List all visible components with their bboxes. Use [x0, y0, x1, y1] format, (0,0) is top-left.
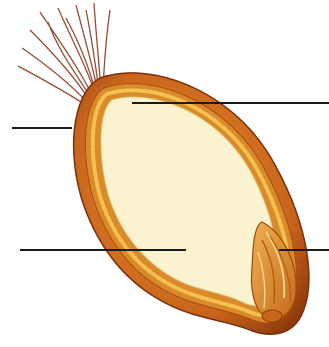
diagram-canvas — [0, 0, 329, 347]
wheat-grain-diagram — [0, 0, 329, 347]
